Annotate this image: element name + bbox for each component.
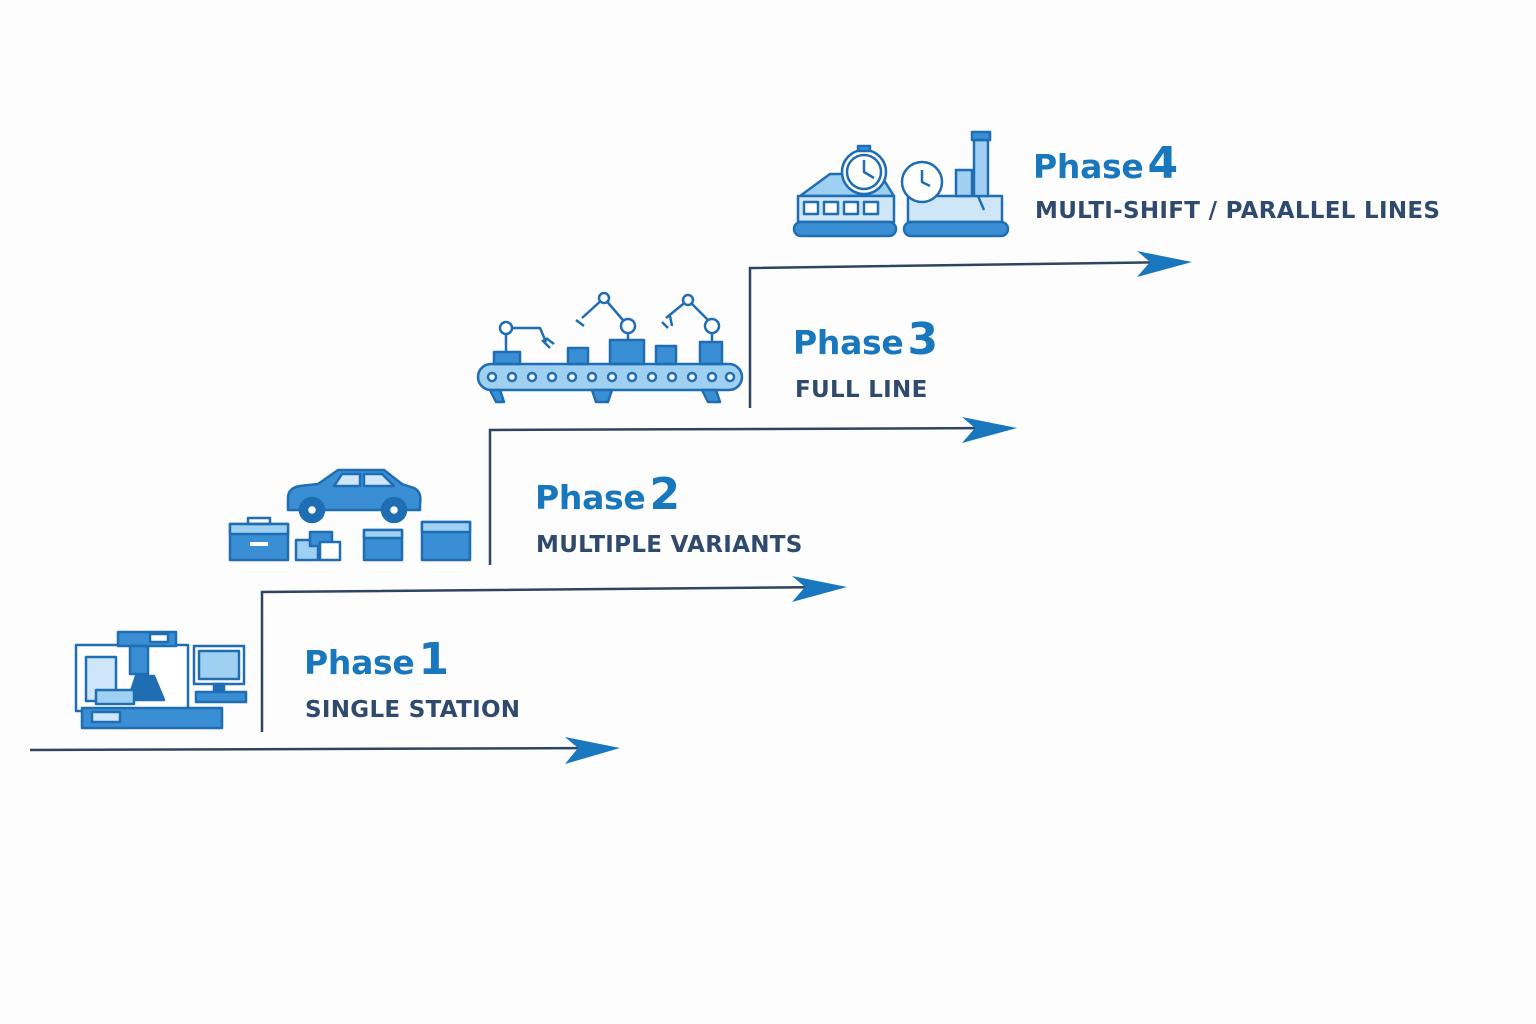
- arrowheads: [565, 251, 1192, 764]
- phase-2-number: 2: [649, 469, 680, 520]
- phase-4-number: 4: [1147, 138, 1178, 189]
- phase-3-title: Phase3: [793, 318, 938, 363]
- phase-1-title: Phase1: [304, 638, 449, 683]
- phase-3-subtitle: FULL LINE: [795, 377, 928, 403]
- parallel-lines-clock-icon: [792, 130, 1010, 238]
- phase-4-label: Phase: [1033, 147, 1144, 186]
- step-2-line: [260, 585, 836, 732]
- step-4-line: [748, 260, 1181, 408]
- arrowhead-1: [565, 737, 620, 764]
- arrowhead-4: [1137, 251, 1192, 277]
- arrowhead-3: [962, 417, 1017, 443]
- phase-1-subtitle: SINGLE STATION: [305, 697, 521, 723]
- workstation-icon: [74, 630, 248, 730]
- phase-2-label: Phase: [535, 478, 646, 517]
- step-3-line: [488, 426, 1006, 565]
- robotic-line-icon: [476, 291, 744, 404]
- step-1-line: [29, 746, 611, 752]
- step-lines: [29, 260, 1181, 752]
- phase-3-label: Phase: [793, 323, 904, 362]
- phase-3-number: 3: [907, 314, 938, 365]
- arrowhead-2: [792, 576, 847, 602]
- car-variants-icon: [228, 468, 472, 562]
- phase-1-number: 1: [418, 634, 449, 685]
- phase-4-title: Phase4: [1033, 142, 1178, 187]
- phase-1-label: Phase: [304, 643, 415, 682]
- phase-4-subtitle: MULTI-SHIFT / PARALLEL LINES: [1035, 198, 1441, 224]
- phase-2-title: Phase2: [535, 473, 680, 518]
- phase-2-subtitle: MULTIPLE VARIANTS: [536, 532, 803, 558]
